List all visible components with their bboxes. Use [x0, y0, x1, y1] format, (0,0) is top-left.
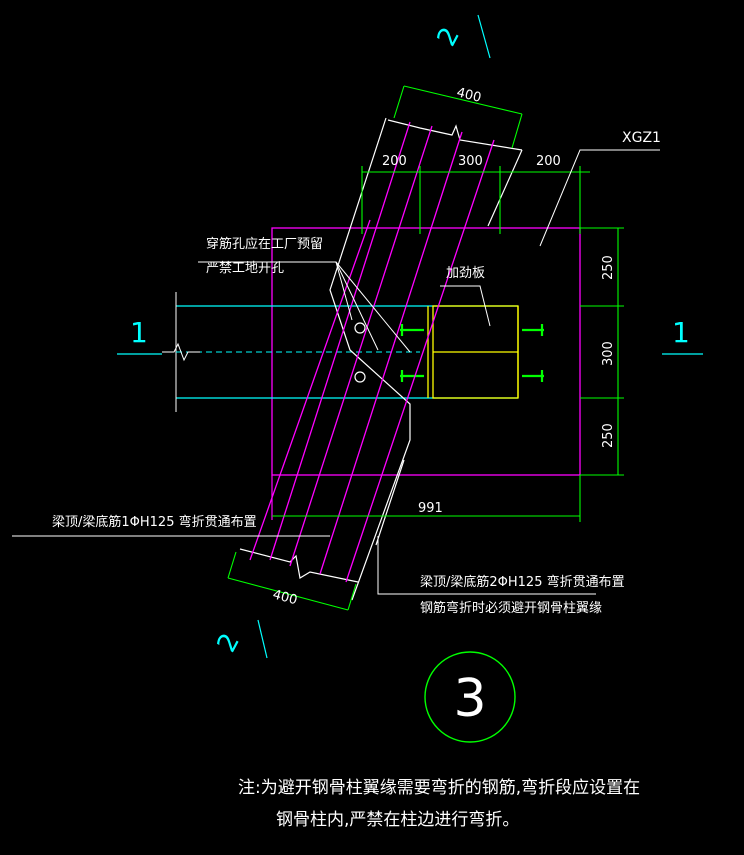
label-hole-note-group: 穿筋孔应在工厂预留 严禁工地开孔	[198, 236, 411, 353]
dim-top-mid: 300	[458, 154, 483, 169]
dim-bottom-width: 400	[271, 587, 299, 608]
note-line-2: 钢骨柱内,严禁在柱边进行弯折。	[276, 810, 520, 830]
section-mark-1-left: 1	[117, 316, 162, 355]
dimensions	[227, 85, 624, 611]
dim-right-mid: 300	[601, 341, 616, 366]
section-label-top: 2	[432, 23, 466, 52]
section-label-bottom: 2	[212, 629, 246, 658]
detail-number: 3	[453, 669, 486, 729]
dim-top-left: 200	[382, 154, 407, 169]
label-hole-note-2: 严禁工地开孔	[206, 261, 284, 276]
rebars	[249, 121, 495, 583]
label-rebar-2-group: 梁顶/梁底筋2ΦH125 弯折贯通布置 钢筋弯折时必须避开钢骨柱翼缘	[377, 536, 625, 616]
section-mark-2-top: 2	[432, 14, 491, 59]
section-mark-1-right: 1	[662, 316, 703, 355]
note-line-1: 注:为避开钢骨柱翼缘需要弯折的钢筋,弯折段应设置在	[238, 778, 641, 798]
label-stiffener-group: 加劲板	[440, 266, 491, 327]
section-label-right: 1	[672, 316, 690, 349]
embedded-steel-section	[354, 305, 544, 399]
label-column-id-group: XGZ1	[539, 130, 661, 247]
detail-bubble: 3	[424, 651, 516, 743]
dim-bottom-horizontal: 991	[418, 501, 443, 516]
drawing-note: 注:为避开钢骨柱翼缘需要弯折的钢筋,弯折段应设置在 钢骨柱内,严禁在柱边进行弯折…	[238, 772, 640, 836]
label-rebar-2-line1: 梁顶/梁底筋2ΦH125 弯折贯通布置	[420, 574, 625, 590]
label-stiffener: 加劲板	[446, 266, 485, 281]
label-hole-note-1: 穿筋孔应在工厂预留	[206, 236, 323, 252]
section-label-left: 1	[130, 316, 148, 349]
dim-top-right: 200	[536, 154, 561, 169]
label-rebar-1: 梁顶/梁底筋1ΦH125 弯折贯通布置	[52, 514, 257, 530]
label-column-id: XGZ1	[622, 130, 661, 146]
dim-right-top: 250	[601, 255, 616, 280]
diagonal-beam	[239, 117, 523, 601]
dim-top-width: 400	[455, 85, 483, 106]
label-rebar-1-group: 梁顶/梁底筋1ΦH125 弯折贯通布置	[12, 514, 330, 537]
dim-right-bottom: 250	[601, 423, 616, 448]
label-rebar-2-line2: 钢筋弯折时必须避开钢骨柱翼缘	[420, 600, 602, 616]
section-mark-2-bottom: 2	[212, 619, 268, 659]
